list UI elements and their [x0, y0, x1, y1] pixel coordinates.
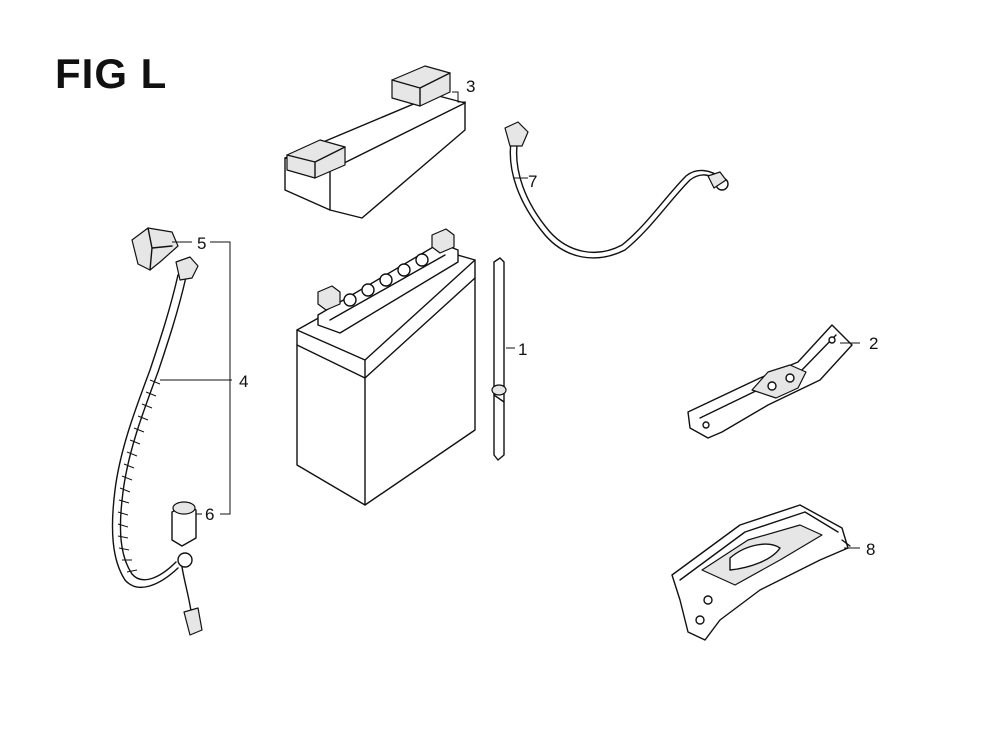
battery-cover-part — [284, 65, 466, 219]
figure-title: FIG L — [55, 50, 168, 97]
callout-8: 8 — [866, 540, 875, 559]
battery-part — [296, 228, 476, 506]
positive-cable-part — [111, 256, 203, 636]
terminal-cover-part — [131, 227, 179, 271]
breather-tube-part — [491, 257, 507, 461]
callout-3: 3 — [466, 77, 475, 96]
negative-cable-part — [504, 121, 729, 259]
callout-7: 7 — [528, 172, 537, 191]
leader-lines — [160, 91, 860, 549]
callout-2: 2 — [869, 334, 878, 353]
callout-6: 6 — [205, 505, 214, 524]
callout-labels: 3 7 1 2 8 5 4 6 — [197, 77, 878, 559]
vent-caps — [343, 253, 429, 307]
tray-part — [671, 504, 851, 641]
callout-5: 5 — [197, 234, 206, 253]
callout-4: 4 — [239, 372, 248, 391]
terminal-cap-part — [171, 501, 197, 547]
callout-1: 1 — [518, 340, 527, 359]
hold-bracket-part — [687, 324, 853, 439]
